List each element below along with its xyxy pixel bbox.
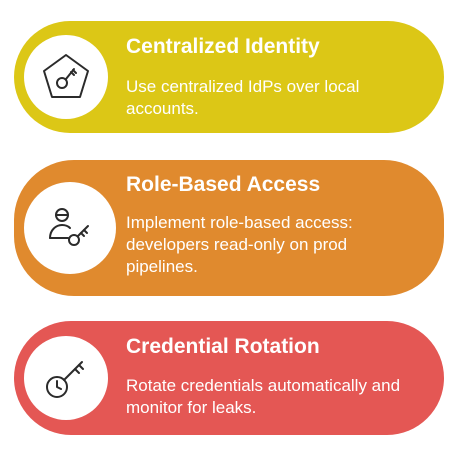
icon-badge: [24, 336, 108, 420]
centralized-identity-card: Centralized Identity Use centralized IdP…: [14, 21, 444, 133]
card-description: Rotate credentials automatically and mon…: [126, 376, 401, 417]
card-description: Use centralized IdPs over local accounts…: [126, 77, 360, 118]
icon-badge: [24, 182, 116, 274]
icon-badge: [24, 35, 108, 119]
credential-rotation-card: Credential Rotation Rotate credentials a…: [14, 321, 444, 435]
clock-key-icon: [46, 361, 84, 398]
card-title: Credential Rotation: [126, 335, 320, 358]
user-key-icon: [49, 208, 89, 246]
pentagon-key-icon: [43, 54, 89, 98]
role-based-access-card: Role-Based Access Implement role-based a…: [14, 160, 444, 296]
card-title: Role-Based Access: [126, 173, 321, 196]
card-description: Implement role-based access: developers …: [126, 213, 353, 276]
card-title: Centralized Identity: [126, 35, 320, 58]
